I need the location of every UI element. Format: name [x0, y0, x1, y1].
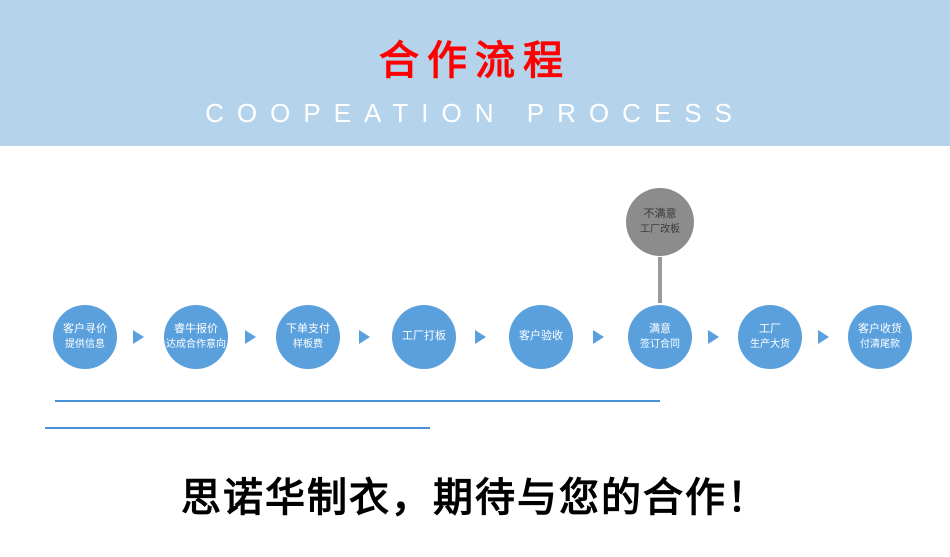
flow-step-label: 付清尾款	[860, 338, 900, 350]
footer-slogan: 思诺华制衣，期待与您的合作！	[181, 475, 769, 521]
flow-step-label: 下单支付	[286, 322, 330, 335]
flow-step-label: 样板费	[293, 338, 323, 350]
flow-step-label: 工厂	[759, 322, 781, 335]
flow-step-label: 客户验收	[519, 330, 563, 343]
flow-step-label: 工厂打板	[402, 330, 446, 343]
banner-title: 合作流程	[379, 39, 571, 83]
flow-arrow-icon	[359, 330, 370, 344]
flow-step-label: 达成合作意向	[166, 338, 226, 350]
flow-step-customer-check: 客户验收	[509, 305, 573, 369]
rework-connector-line	[658, 257, 662, 303]
flow-node-rework-label: 工厂改板	[640, 223, 680, 235]
divider-line-short	[45, 427, 430, 429]
flow-node-rework: 不满意 工厂改板	[626, 188, 694, 256]
flow-step-label: 客户寻价	[63, 322, 107, 335]
flow-step-label: 睿牛报价	[174, 322, 218, 335]
flow-step-bulk-production: 工厂 生产大货	[738, 305, 802, 369]
flow-step-receive-pay: 客户收货 付清尾款	[848, 305, 912, 369]
flow-step-inquiry: 客户寻价 提供信息	[53, 305, 117, 369]
flow-step-label: 提供信息	[65, 338, 105, 350]
flow-arrow-icon	[245, 330, 256, 344]
flow-arrow-icon	[593, 330, 604, 344]
flow-step-sign-contract: 满意 签订合同	[628, 305, 692, 369]
flow-step-label: 签订合同	[640, 338, 680, 350]
divider-line-long	[55, 400, 660, 402]
flow-arrow-icon	[818, 330, 829, 344]
flow-step-factory-sample: 工厂打板	[392, 305, 456, 369]
header-banner: 合作流程 COOPEATION PROCESS	[0, 0, 950, 146]
flow-step-quote: 睿牛报价 达成合作意向	[164, 305, 228, 369]
flow-step-label: 生产大货	[750, 338, 790, 350]
flow-arrow-icon	[133, 330, 144, 344]
flow-arrow-icon	[475, 330, 486, 344]
banner-subtitle: COOPEATION PROCESS	[205, 98, 745, 128]
flow-arrow-icon	[708, 330, 719, 344]
flow-step-label: 满意	[649, 322, 671, 335]
flow-node-rework-label: 不满意	[643, 207, 677, 220]
flow-step-order-pay: 下单支付 样板费	[276, 305, 340, 369]
flow-step-label: 客户收货	[858, 322, 902, 335]
